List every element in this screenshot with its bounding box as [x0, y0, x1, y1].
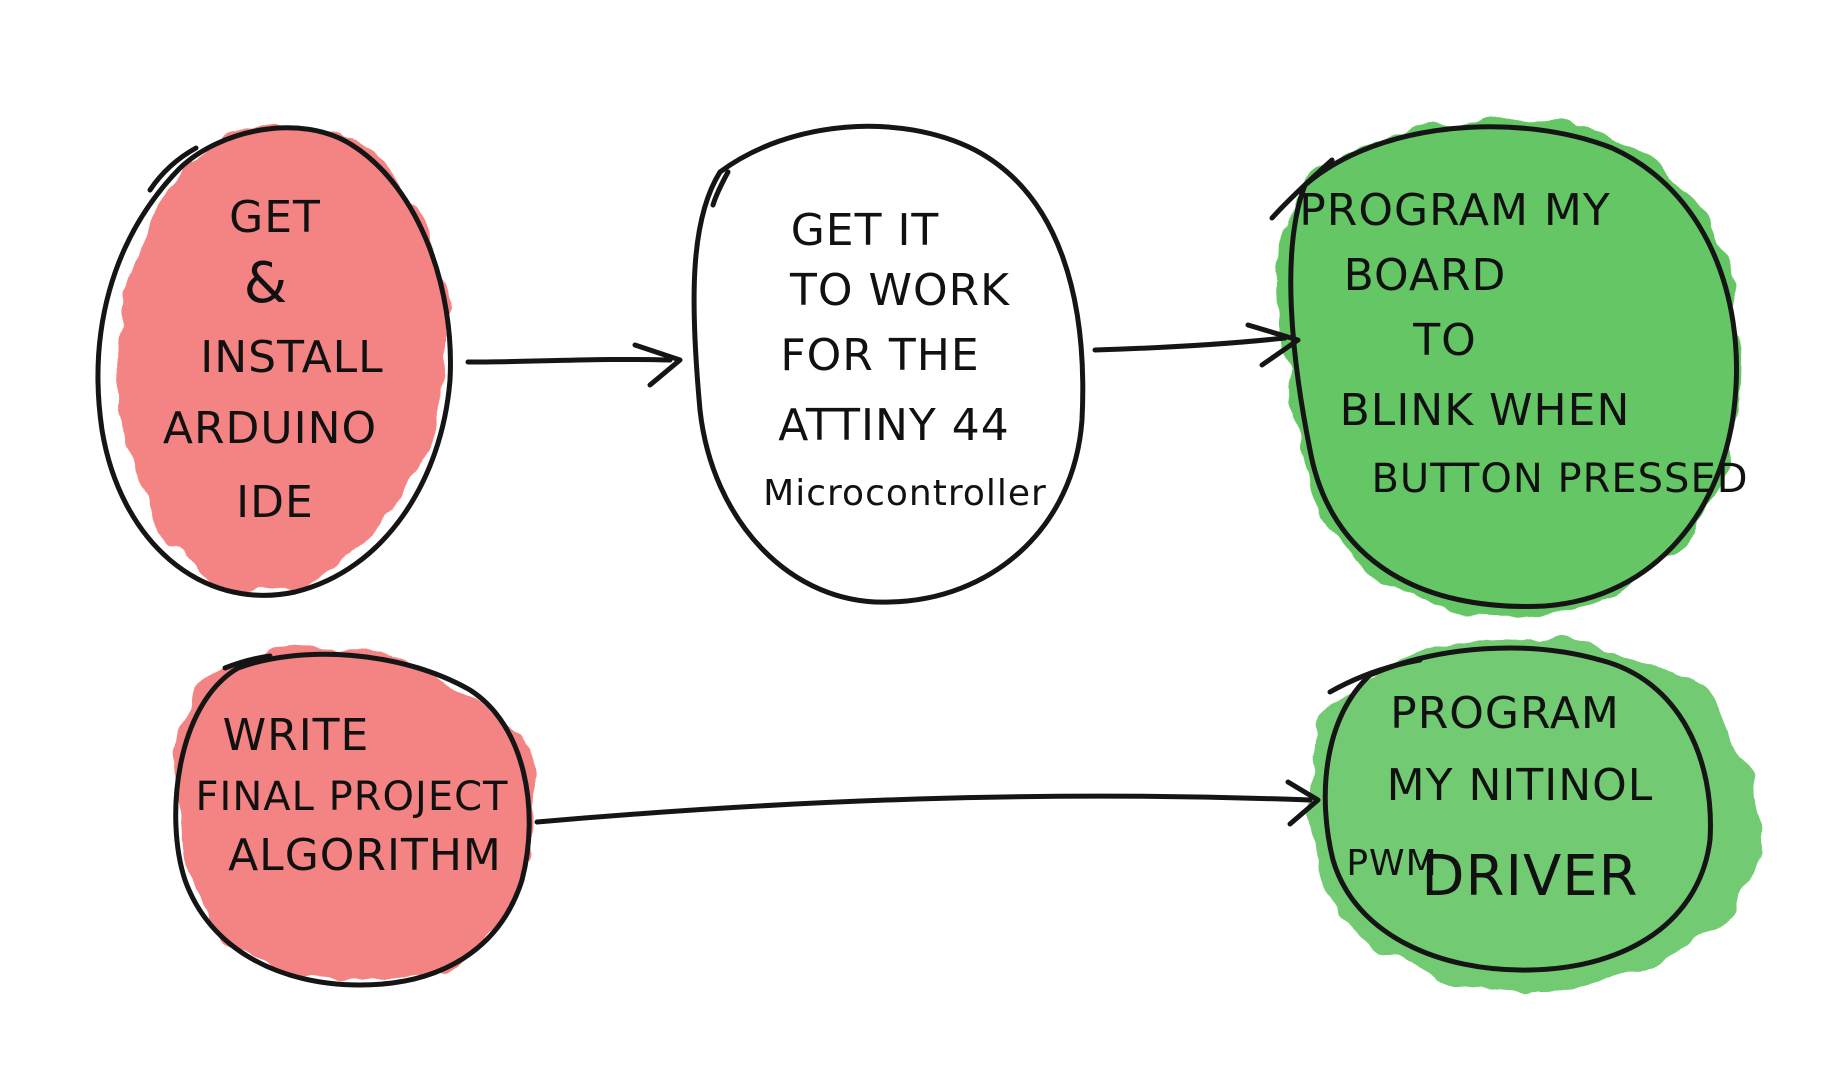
edge-algorithm-to-driver	[534, 779, 1321, 827]
node-install-arduino-ide: GET & INSTALL ARDUINO IDE	[95, 122, 453, 598]
node-label-line: PROGRAM	[1390, 688, 1620, 739]
edge-attiny-to-blink	[1092, 322, 1301, 368]
node-label-line: INSTALL	[200, 332, 383, 383]
node-label-line: BLINK WHEN	[1340, 385, 1631, 436]
node-attiny44-support: GET IT TO WORK FOR THE ATTINY 44 Microco…	[691, 123, 1086, 605]
node-label-line: BOARD	[1344, 250, 1507, 301]
node-label-line: IDE	[236, 477, 314, 528]
node-label-line: DRIVER	[1421, 844, 1638, 909]
node-label-line: ATTINY 44	[778, 400, 1009, 451]
node-label-line: PWM	[1346, 843, 1437, 884]
node-final-project-algorithm: WRITE FINAL PROJECT ALGORITHM	[173, 644, 535, 988]
node-label: GET & INSTALL ARDUINO IDE	[163, 192, 383, 528]
node-label-line: FOR THE	[780, 330, 979, 381]
node-outline	[95, 125, 453, 598]
node-label-line: Microcontroller	[763, 473, 1047, 514]
node-label-line: ARDUINO	[163, 403, 377, 454]
node-label-line: FINAL PROJECT	[196, 774, 509, 820]
node-label: WRITE FINAL PROJECT ALGORITHM	[196, 710, 509, 881]
arrow-head	[1245, 322, 1301, 368]
node-label-line: MY NITINOL	[1387, 760, 1654, 811]
arrow-head	[632, 342, 683, 388]
node-label-line: TO	[1412, 315, 1477, 366]
arrow-line	[465, 356, 673, 365]
node-label-line: GET	[229, 192, 321, 243]
node-label: PROGRAM MY NITINOL PWM DRIVER	[1346, 688, 1654, 909]
node-fill	[1276, 119, 1740, 616]
node-label: PROGRAM MY BOARD TO BLINK WHEN BUTTON PR…	[1299, 185, 1748, 502]
node-nitinol-pwm-driver: PROGRAM MY NITINOL PWM DRIVER	[1306, 638, 1756, 990]
node-fill	[694, 126, 1083, 603]
node-outline-stroke	[1327, 657, 1423, 695]
node-fill	[1306, 638, 1756, 990]
node-label-line: BUTTON PRESSED	[1371, 456, 1748, 502]
node-label-line: ALGORITHM	[228, 830, 502, 881]
node-outline-stroke	[1269, 157, 1335, 221]
node-outline-stroke	[147, 145, 199, 193]
arrow-line	[1092, 335, 1288, 353]
arrow-head	[1285, 779, 1321, 827]
node-outline	[1288, 124, 1739, 609]
node-outline	[1322, 645, 1713, 973]
arrow-line	[534, 793, 1313, 825]
edge-install-to-attiny	[465, 342, 683, 388]
node-label-line: PROGRAM MY	[1299, 185, 1611, 236]
node-label: GET IT TO WORK FOR THE ATTINY 44 Microco…	[763, 205, 1047, 514]
node-fill	[119, 122, 448, 594]
node-outline	[173, 651, 532, 988]
node-fill	[178, 644, 535, 982]
node-label-line: GET IT	[791, 205, 940, 256]
node-label-line: WRITE	[223, 710, 370, 761]
node-outline	[691, 123, 1086, 605]
node-label-line: &	[244, 251, 289, 316]
node-label-line: TO WORK	[789, 265, 1010, 316]
node-outline-stroke	[710, 169, 731, 208]
node-program-board-blink: PROGRAM MY BOARD TO BLINK WHEN BUTTON PR…	[1269, 119, 1748, 616]
node-outline-stroke	[222, 653, 273, 671]
